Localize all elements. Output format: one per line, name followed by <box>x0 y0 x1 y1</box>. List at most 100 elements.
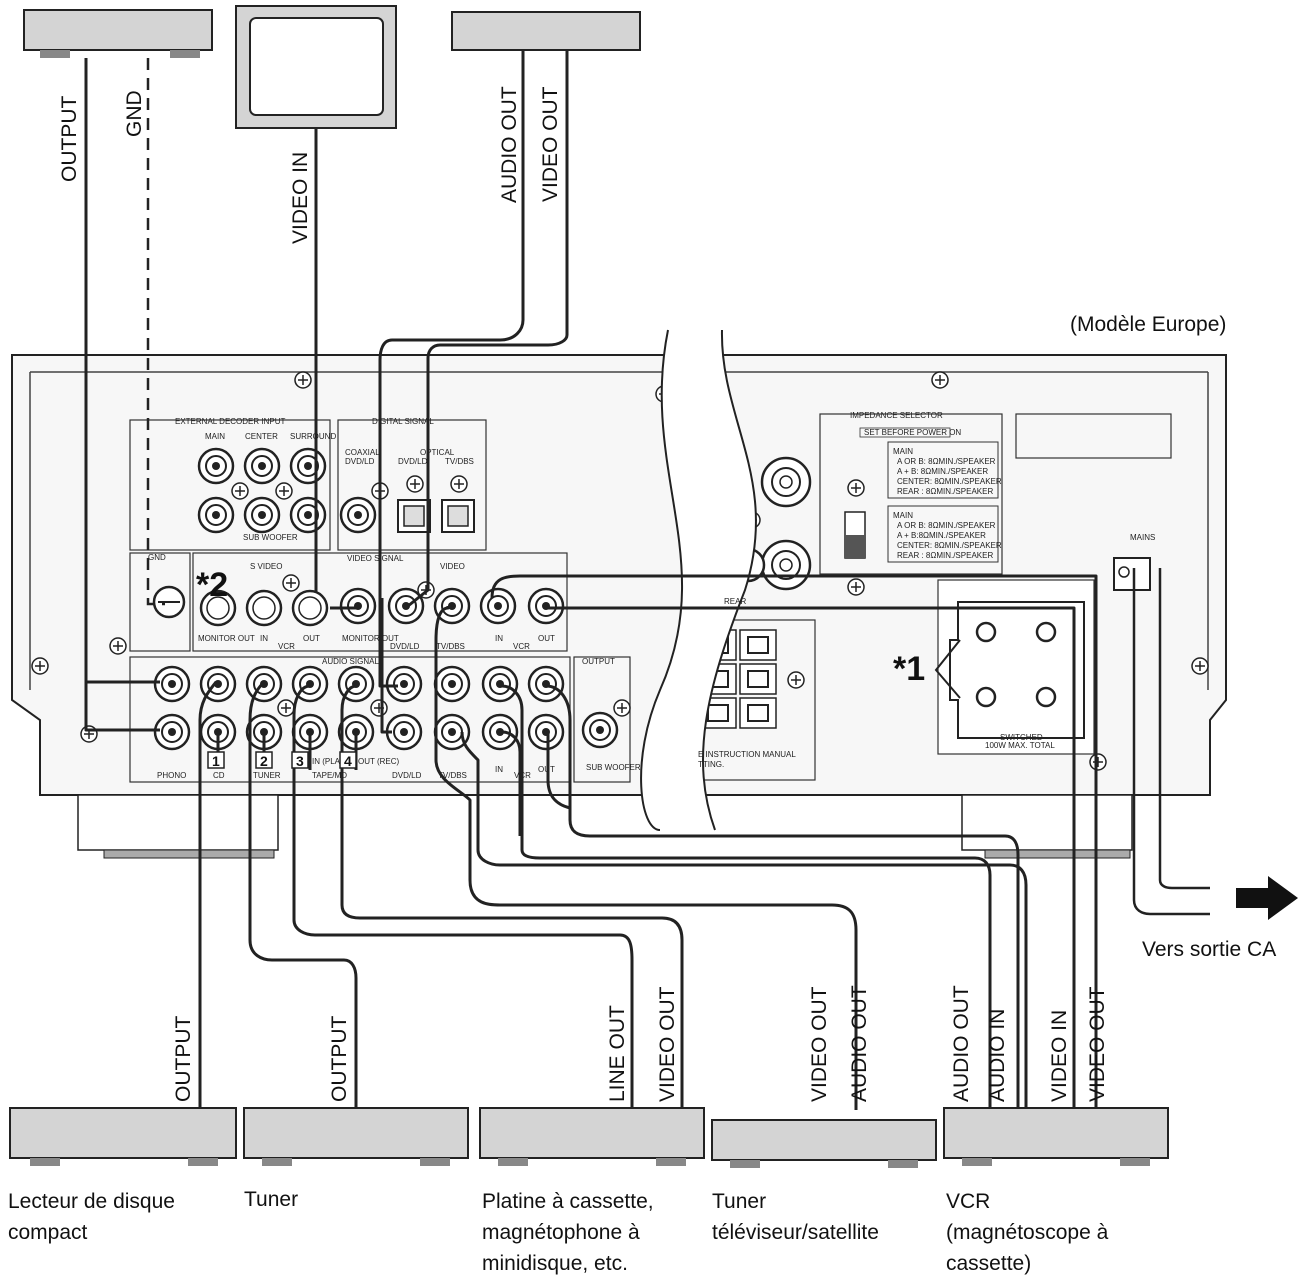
gnd-label: GND <box>148 553 166 562</box>
screw-cross <box>286 578 296 588</box>
a-vcr-label: VCR <box>514 771 531 780</box>
bottom-device-tv-tuner <box>711 1119 937 1168</box>
caption-tuner: Tuner <box>244 1188 299 1211</box>
number-2: 2 <box>260 753 268 769</box>
tape-md-label: TAPE/MD <box>312 771 347 780</box>
asterisk-1-bracket <box>934 639 961 699</box>
screw-cross <box>791 675 801 685</box>
number-1: 1 <box>212 753 220 769</box>
v-in-label: IN <box>495 634 503 643</box>
tv-monitor <box>235 5 397 129</box>
asterisk-2-mark: *2 <box>196 566 228 604</box>
svg-text:CENTER: 8ΩMIN./SPEAKER: CENTER: 8ΩMIN./SPEAKER <box>897 477 1002 486</box>
s-vcr-label: VCR <box>278 642 295 651</box>
setting-label: TTING. <box>698 760 724 769</box>
center-label: CENTER <box>245 432 278 441</box>
rca-jack-pin <box>402 602 410 610</box>
a-out-label: OUT <box>538 765 555 774</box>
screw-cross <box>235 486 245 496</box>
set-before-label: SET BEFORE POWER ON <box>864 428 961 437</box>
v-vcr-label: VCR <box>513 642 530 651</box>
mains-inlet <box>1113 557 1151 591</box>
label-top-video-in: VIDEO IN <box>289 152 312 244</box>
impedance-block-2: MAIN A OR B: 8ΩMIN./SPEAKER A + B:8ΩMIN.… <box>893 511 1002 560</box>
label-tvtuner-video-out: VIDEO OUT <box>808 986 831 1102</box>
model-note: (Modèle Europe) <box>1070 313 1226 336</box>
caption-tv-sat-tuner: Tuner téléviseur/satellite <box>712 1190 879 1244</box>
number-3: 3 <box>296 753 304 769</box>
svg-text:A + B: 8ΩMIN./SPEAKER: A + B: 8ΩMIN./SPEAKER <box>897 467 988 476</box>
label-vcr-video-out: VIDEO OUT <box>1086 986 1109 1102</box>
svg-text:A OR B: 8ΩMIN./SPEAKER: A OR B: 8ΩMIN./SPEAKER <box>897 457 996 466</box>
s-in-label: IN <box>260 634 268 643</box>
v-tv-label: TV/DBS <box>436 642 465 651</box>
s-out-label: OUT <box>303 634 320 643</box>
device-foot <box>170 50 200 58</box>
main-label: MAIN <box>205 432 225 441</box>
surround-label: SURROUND <box>290 432 336 441</box>
number-boxes: 1 2 3 4 <box>207 751 357 769</box>
bottom-device-cd <box>9 1107 237 1166</box>
impedance-selector-label: IMPEDANCE SELECTOR <box>850 411 943 420</box>
number-4: 4 <box>344 753 352 769</box>
switched-label: SWITCHED <box>1000 733 1043 742</box>
svg-text:MAIN: MAIN <box>893 447 913 456</box>
coaxial-dvd-label: DVD/LD <box>345 457 375 466</box>
instruction-label: E INSTRUCTION MANUAL <box>698 750 796 759</box>
output-label: OUTPUT <box>582 657 615 666</box>
label-tuner-output: OUTPUT <box>328 1016 351 1103</box>
rca-jack-pin <box>400 728 408 736</box>
impedance-block-1: MAIN A OR B: 8ΩMIN./SPEAKER A + B: 8ΩMIN… <box>893 447 1002 496</box>
label-vcr-audio-in: AUDIO IN <box>986 1009 1009 1102</box>
rca-jack-pin <box>354 511 362 519</box>
svg-text:MAIN: MAIN <box>893 511 913 520</box>
a-dvd-label: DVD/LD <box>392 771 422 780</box>
bottom-device-tape <box>479 1107 705 1166</box>
label-tvtuner-audio-out: AUDIO OUT <box>848 985 871 1102</box>
rca-jack-pin <box>212 462 220 470</box>
sub-woofer-small-label: SUB WOOFER <box>243 533 298 542</box>
top-device-right <box>451 11 641 51</box>
screw-cross <box>298 375 308 385</box>
out-rec-label: OUT (REC) <box>358 757 400 766</box>
svg-text:A OR B: 8ΩMIN./SPEAKER: A OR B: 8ΩMIN./SPEAKER <box>897 521 996 530</box>
asterisk-1-mark: *1 <box>893 650 925 688</box>
rca-jack-pin <box>448 728 456 736</box>
gnd-terminal <box>152 585 186 619</box>
a-tv-label: TV/DBS <box>438 771 467 780</box>
audio-signal-label: AUDIO SIGNAL <box>322 657 379 666</box>
arrow-right-icon <box>1236 876 1298 920</box>
screw-cross <box>281 703 291 713</box>
label-vcr-audio-out: AUDIO OUT <box>950 985 973 1102</box>
ext-decoder-label: EXTERNAL DECODER INPUT <box>175 417 286 426</box>
rca-jack-pin <box>400 680 408 688</box>
cutaway-band <box>641 330 756 830</box>
svg-text:CENTER: 8ΩMIN./SPEAKER: CENTER: 8ΩMIN./SPEAKER <box>897 541 1002 550</box>
rear-label: REAR <box>724 597 746 606</box>
sub-woofer-label: SUB WOOFER <box>586 763 641 772</box>
svg-text:REAR : 8ΩMIN./SPEAKER: REAR : 8ΩMIN./SPEAKER <box>897 551 993 560</box>
rca-jack-pin <box>168 728 176 736</box>
rca-jack-pin <box>494 602 502 610</box>
rca-jack-pin <box>168 680 176 688</box>
caption-tape-deck: Platine à cassette, magnétophone à minid… <box>482 1190 654 1275</box>
rca-jack-pin <box>496 728 504 736</box>
screw-cross <box>935 375 945 385</box>
label-top-audio-out: AUDIO OUT <box>498 86 521 203</box>
rca-jack-pin <box>304 462 312 470</box>
label-top-output: OUTPUT <box>58 96 81 183</box>
max-total-label: 100W MAX. TOTAL <box>985 741 1055 750</box>
monitor-out-label: MONITOR OUT <box>198 634 255 643</box>
rca-jack-pin <box>448 602 456 610</box>
screw-cross <box>410 479 420 489</box>
screw-cross <box>851 582 861 592</box>
v-out-label: OUT <box>538 634 555 643</box>
video-label: VIDEO <box>440 562 465 571</box>
mains-label: MAINS <box>1130 533 1155 542</box>
svg-text:REAR : 8ΩMIN./SPEAKER: REAR : 8ΩMIN./SPEAKER <box>897 487 993 496</box>
screw-cross <box>454 479 464 489</box>
top-device-left <box>23 9 213 51</box>
rca-jack-pin <box>258 511 266 519</box>
tuner-label: TUNER <box>253 771 281 780</box>
